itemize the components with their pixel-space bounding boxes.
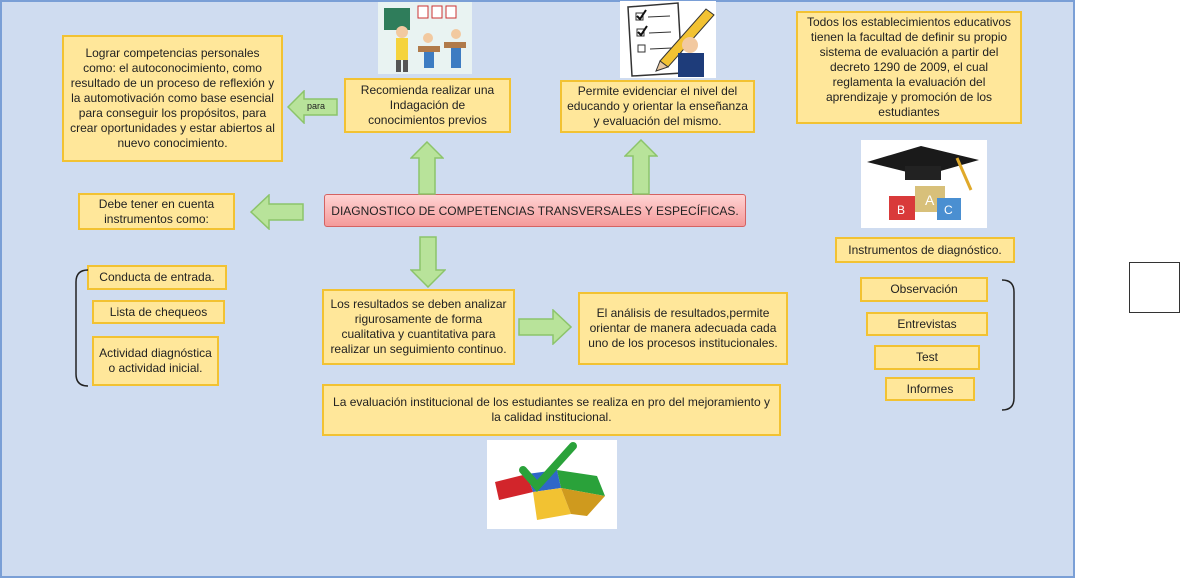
arrow-left-to-competencias: [287, 90, 338, 124]
left-list-item-1: Conducta de entrada.: [87, 265, 227, 290]
evidenciar-box: Permite evidenciar el nivel del educando…: [560, 80, 755, 133]
graduation-cap-blocks-illustration: A B C: [861, 140, 987, 228]
checklist-pencil-illustration: [620, 1, 716, 78]
puzzle-checkmark-illustration: [487, 440, 617, 529]
arrow-down-to-resultados: [410, 236, 446, 288]
arrow-left-to-instrumentos: [250, 194, 304, 230]
resultados-box: Los resultados se deben analizar riguros…: [322, 289, 515, 365]
right-list-item-2: Entrevistas: [866, 312, 988, 336]
indagacion-box: Recomienda realizar una Indagación de co…: [344, 78, 511, 133]
arrow-right-to-analisis: [518, 309, 572, 345]
empty-square-shape: [1129, 262, 1180, 313]
svg-text:B: B: [897, 203, 905, 217]
arrow-up-to-evidenciar: [624, 139, 658, 195]
analisis-box: El análisis de resultados,permite orient…: [578, 292, 788, 365]
left-list-bracket: [75, 269, 89, 387]
left-list-item-3: Actividad diagnóstica o actividad inicia…: [92, 336, 219, 386]
evaluacion-box: La evaluación institucional de los estud…: [322, 384, 781, 436]
svg-text:C: C: [944, 203, 953, 217]
right-list-item-4: Informes: [885, 377, 975, 401]
right-list-item-1: Observación: [860, 277, 988, 302]
para-label: para: [307, 101, 326, 111]
right-list-item-3: Test: [874, 345, 980, 370]
svg-text:A: A: [925, 192, 935, 208]
classroom-illustration: [378, 2, 472, 74]
decreto-box: Todos los establecimientos educativos ti…: [796, 11, 1022, 124]
instrumentos-intro-box: Debe tener en cuenta instrumentos como:: [78, 193, 235, 230]
instrumentos-diagnostico-box: Instrumentos de diagnóstico.: [835, 237, 1015, 263]
left-list-item-2: Lista de chequeos: [92, 300, 225, 324]
diagram-title: DIAGNOSTICO DE COMPETENCIAS TRANSVERSALE…: [324, 194, 746, 227]
arrow-up-to-indagacion: [410, 141, 444, 195]
right-list-bracket: [1001, 279, 1015, 411]
competencias-box: Lograr competencias personales como: el …: [62, 35, 283, 162]
